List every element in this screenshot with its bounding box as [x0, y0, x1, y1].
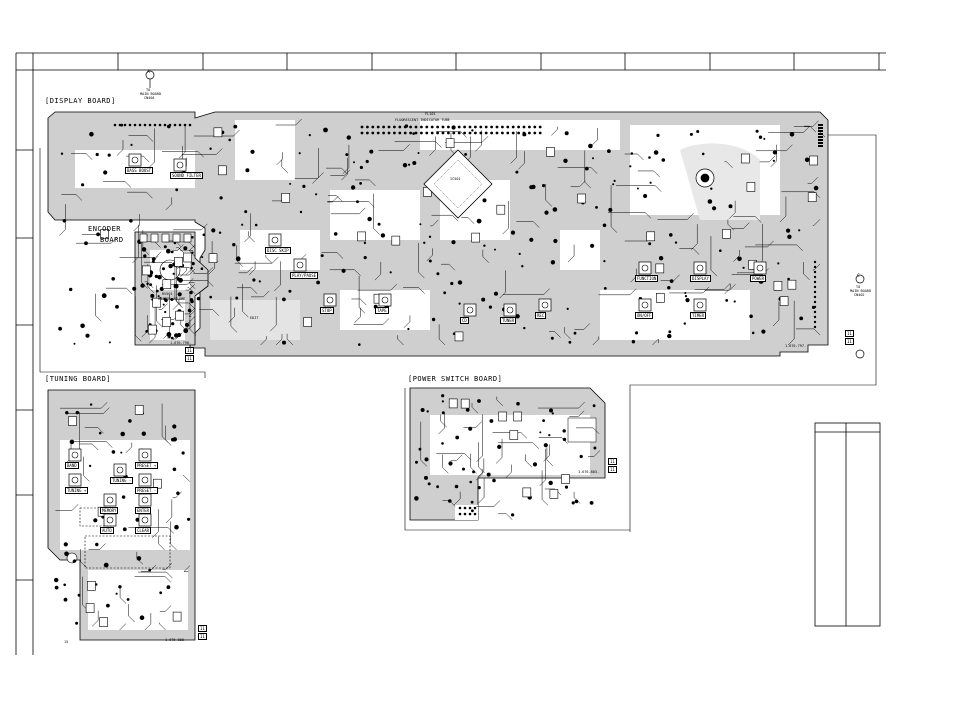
fl-label: FLUORESCENT INDICATOR TUBE	[395, 118, 450, 122]
component-pads	[54, 123, 823, 627]
connector-c-line3: CN402	[854, 293, 865, 297]
page-mark-power-2: 11	[608, 466, 617, 473]
tuning-board-title: [TUNING BOARD]	[45, 375, 112, 383]
key-label: SOUND FILTER	[170, 172, 203, 179]
jog-ref: RV501	[162, 292, 173, 296]
page-mark-tuning-2: 11	[198, 633, 207, 640]
key-label: TAPE	[375, 307, 389, 314]
display-part-no: 1-676-797-	[785, 344, 807, 348]
parts-table	[814, 422, 881, 627]
connector-a-line2: MAIN BOARD	[140, 92, 162, 96]
tuning-key-label: PRESET +	[135, 462, 159, 469]
connector-c-letter: C	[857, 274, 860, 279]
connector-c-line1: TO	[856, 285, 861, 289]
connector-a-line1: TO	[146, 88, 151, 92]
tuning-key-label: AUTO	[100, 527, 114, 534]
tuning-key-label: MEMORY	[100, 507, 119, 514]
connector-a-letter: A	[147, 70, 150, 75]
key-label: DISC SKIP	[265, 247, 291, 254]
tuning-key-label: TUNING +	[65, 487, 89, 494]
power-switch-board-outline	[409, 387, 606, 521]
connector-markers	[145, 70, 865, 359]
large-capacitors	[695, 168, 715, 188]
key-label: TUNER	[500, 317, 517, 324]
key-label: STOP	[320, 307, 334, 314]
key-label: ON/OFF	[635, 312, 654, 319]
tuning-key-label: ENTER	[135, 507, 152, 514]
key-label: REC	[535, 312, 547, 319]
encoder-board-title-line2: BOARD	[100, 236, 124, 244]
ic-chip	[423, 149, 493, 219]
harness-lines	[39, 134, 877, 532]
page-mark-encoder: 11	[185, 347, 194, 354]
tuning-key-label: TUNING -	[110, 477, 134, 484]
key-label: TIMER	[690, 312, 707, 319]
key-label: BASS BOOST	[125, 167, 154, 174]
encoder-part-no: 1-676-798-	[170, 341, 192, 345]
connector-c-line2: MAIN BOARD	[850, 289, 872, 293]
power-switch-board-title: [POWER SWITCH BOARD]	[408, 375, 503, 383]
edit-label: EDIT	[250, 316, 259, 320]
page-mark-tuning: 11	[198, 625, 207, 632]
key-label: POWER	[750, 275, 767, 282]
key-label: DISPLAY	[690, 275, 711, 282]
fl-ref: FL101	[425, 112, 436, 116]
display-board-title: [DISPLAY BOARD]	[45, 97, 116, 105]
connector-a-line3: CN404	[144, 96, 155, 100]
tuning-key-label: BAND	[65, 462, 79, 469]
tuning-part-no: 1-676-800-	[165, 638, 187, 642]
encoder-board-title-line1: ENCODER	[88, 225, 122, 233]
tuning-key-label: CLEAR	[135, 527, 152, 534]
key-label: PLAY/PAUSE	[290, 272, 319, 279]
ic-label: IC501	[450, 177, 461, 181]
jog-label: MASTER VOLUME	[158, 297, 186, 301]
sheet-frame	[15, 52, 886, 655]
page-mark-display: 11	[845, 330, 854, 337]
key-label: FUNCTION	[635, 275, 659, 282]
page-mark-display-2: 11	[845, 338, 854, 345]
tuning-board-outline	[47, 389, 196, 641]
key-label: CD	[460, 317, 469, 324]
page-mark-power: 11	[608, 458, 617, 465]
display-board-outline	[47, 111, 829, 357]
tuning-key-label: PRESET -	[135, 487, 159, 494]
page-mark-encoder-2: 11	[185, 355, 194, 362]
corner-mark: 15	[64, 640, 69, 644]
power-part-no: 1-676-803-	[578, 470, 600, 474]
